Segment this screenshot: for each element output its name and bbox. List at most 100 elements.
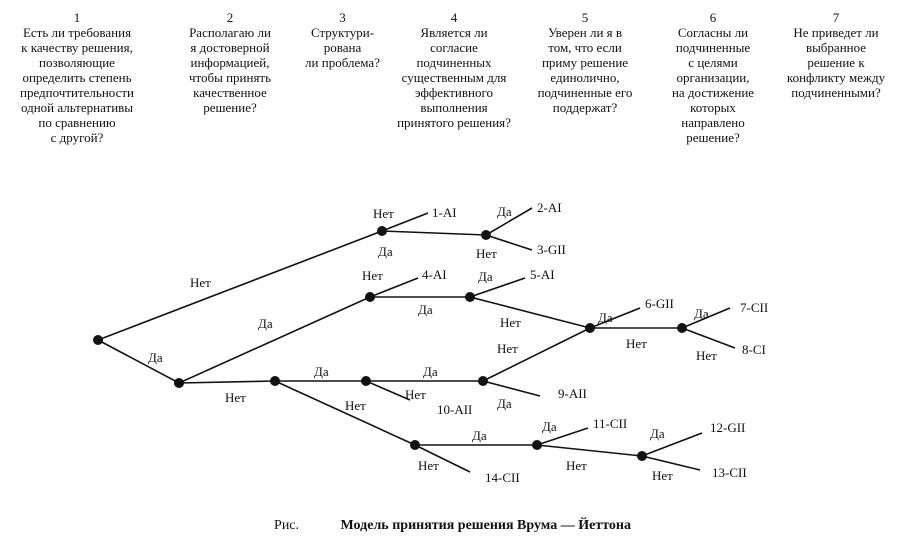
figure-caption: Рис. Модель принятия решения Врума — Йет… xyxy=(0,518,905,534)
outcome-labels: 1-AI 2-AI 3-GII 4-AI 5-AI 6-GII 7-CII 8-… xyxy=(422,200,768,485)
question-text: Не приведет ли выбранное решение к конфл… xyxy=(786,25,886,100)
question-number: 4 xyxy=(450,10,458,25)
branch-label-no: Нет xyxy=(566,458,587,473)
tree-node xyxy=(361,376,371,386)
outcome-label: 7-CII xyxy=(740,300,768,315)
branch-label-no: Нет xyxy=(373,206,394,221)
question-number: 5 xyxy=(581,10,589,25)
outcome-label: 4-AI xyxy=(422,267,447,282)
tree-node xyxy=(270,376,280,386)
tree-node xyxy=(465,292,475,302)
branch-label-yes: Да xyxy=(314,364,329,379)
tree-edge xyxy=(536,427,589,446)
tree-edge xyxy=(681,327,736,349)
question-number: 6 xyxy=(709,10,717,25)
question-text: Структури- рована ли проблема? xyxy=(305,25,380,70)
tree-edge xyxy=(641,432,703,457)
tree-edge xyxy=(274,380,416,446)
tree-edge xyxy=(97,230,383,341)
outcome-label: 2-AI xyxy=(537,200,562,215)
branch-label-yes: Да xyxy=(418,302,433,317)
branch-label-yes: Да xyxy=(258,316,273,331)
outcome-label: 5-AI xyxy=(530,267,555,282)
tree-edge xyxy=(414,444,471,473)
outcome-label: 12-GII xyxy=(710,420,745,435)
question-4: 4 Является ли согласие подчиненных сущес… xyxy=(374,10,534,130)
tree-edge xyxy=(681,307,731,329)
tree-node xyxy=(481,230,491,240)
tree-edge xyxy=(469,277,526,298)
branch-label-yes: Да xyxy=(478,269,493,284)
branch-label-no: Нет xyxy=(626,336,647,351)
branch-label-no: Нет xyxy=(362,268,383,283)
question-7: 7 Не приведет ли выбранное решение к кон… xyxy=(770,10,902,100)
tree-node xyxy=(677,323,687,333)
branch-label-no: Нет xyxy=(497,341,518,356)
branch-label-yes: Да xyxy=(423,364,438,379)
question-3: 3 Структури- рована ли проблема? xyxy=(290,10,395,70)
question-5: 5 Уверен ли я в том, что если приму реше… xyxy=(525,10,645,115)
tree-edge xyxy=(178,380,276,384)
question-text: Уверен ли я в том, что если приму решени… xyxy=(537,25,633,115)
outcome-label: 14-CII xyxy=(485,470,520,485)
question-6: 6 Согласны ли подчиненные с целями орган… xyxy=(648,10,778,145)
tree-edge xyxy=(482,327,591,382)
tree-edge xyxy=(178,296,371,384)
branch-label-no: Нет xyxy=(405,387,426,402)
branch-label-yes: Да xyxy=(598,310,613,325)
branch-label-no: Нет xyxy=(345,398,366,413)
tree-node xyxy=(637,451,647,461)
outcome-label: 9-AII xyxy=(558,386,587,401)
question-text: Является ли согласие подчиненных существ… xyxy=(397,25,511,130)
outcome-label: 11-CII xyxy=(593,416,627,431)
caption-prefix: Рис. xyxy=(274,518,300,533)
branch-label-no: Нет xyxy=(418,458,439,473)
question-text: Есть ли требования к качеству решения, п… xyxy=(19,25,135,145)
question-number: 1 xyxy=(73,10,81,25)
branch-label-yes: Да xyxy=(694,306,709,321)
tree-edge xyxy=(589,307,641,329)
tree-edge xyxy=(482,380,541,397)
tree-edge xyxy=(641,455,701,471)
tree-edge xyxy=(369,277,419,298)
tree-edge xyxy=(485,234,533,251)
tree-edge xyxy=(97,339,180,384)
tree-node xyxy=(377,226,387,236)
outcome-label: 10-AII xyxy=(437,402,472,417)
question-1: 1 Есть ли требования к качеству решения,… xyxy=(2,10,152,145)
outcome-label: 8-CI xyxy=(742,342,766,357)
outcome-label: 6-GII xyxy=(645,296,674,311)
tree-node xyxy=(365,292,375,302)
tree-edge xyxy=(381,230,487,236)
outcome-label: 13-CII xyxy=(712,465,747,480)
branch-label-no: Нет xyxy=(476,246,497,261)
tree-node xyxy=(174,378,184,388)
outcome-label: 3-GII xyxy=(537,242,566,257)
branch-label-no: Нет xyxy=(652,468,673,483)
outcome-label: 1-AI xyxy=(432,205,457,220)
question-text: Располагаю ли я достоверной информацией,… xyxy=(188,25,272,115)
branch-label-no: Нет xyxy=(500,315,521,330)
question-number: 2 xyxy=(226,10,234,25)
tree-edge xyxy=(485,207,533,236)
branch-label-yes: Да xyxy=(497,204,512,219)
question-number: 7 xyxy=(832,10,840,25)
branch-label-no: Нет xyxy=(190,275,211,290)
tree-edge xyxy=(536,444,643,457)
caption-title: Модель принятия решения Врума — Йеттона xyxy=(340,518,631,533)
tree-node xyxy=(410,440,420,450)
question-2: 2 Располагаю ли я достоверной информацие… xyxy=(160,10,300,115)
branch-label-no: Нет xyxy=(696,348,717,363)
tree-node xyxy=(585,323,595,333)
question-number: 3 xyxy=(339,10,346,25)
branch-label-yes: Да xyxy=(472,428,487,443)
tree-edge xyxy=(365,380,411,401)
tree-node xyxy=(93,335,103,345)
branch-label-yes: Да xyxy=(650,426,665,441)
branch-label-yes: Да xyxy=(148,350,163,365)
tree-node xyxy=(478,376,488,386)
tree-edge xyxy=(469,296,591,329)
branch-label-yes: Да xyxy=(542,419,557,434)
tree-edges xyxy=(97,207,736,473)
